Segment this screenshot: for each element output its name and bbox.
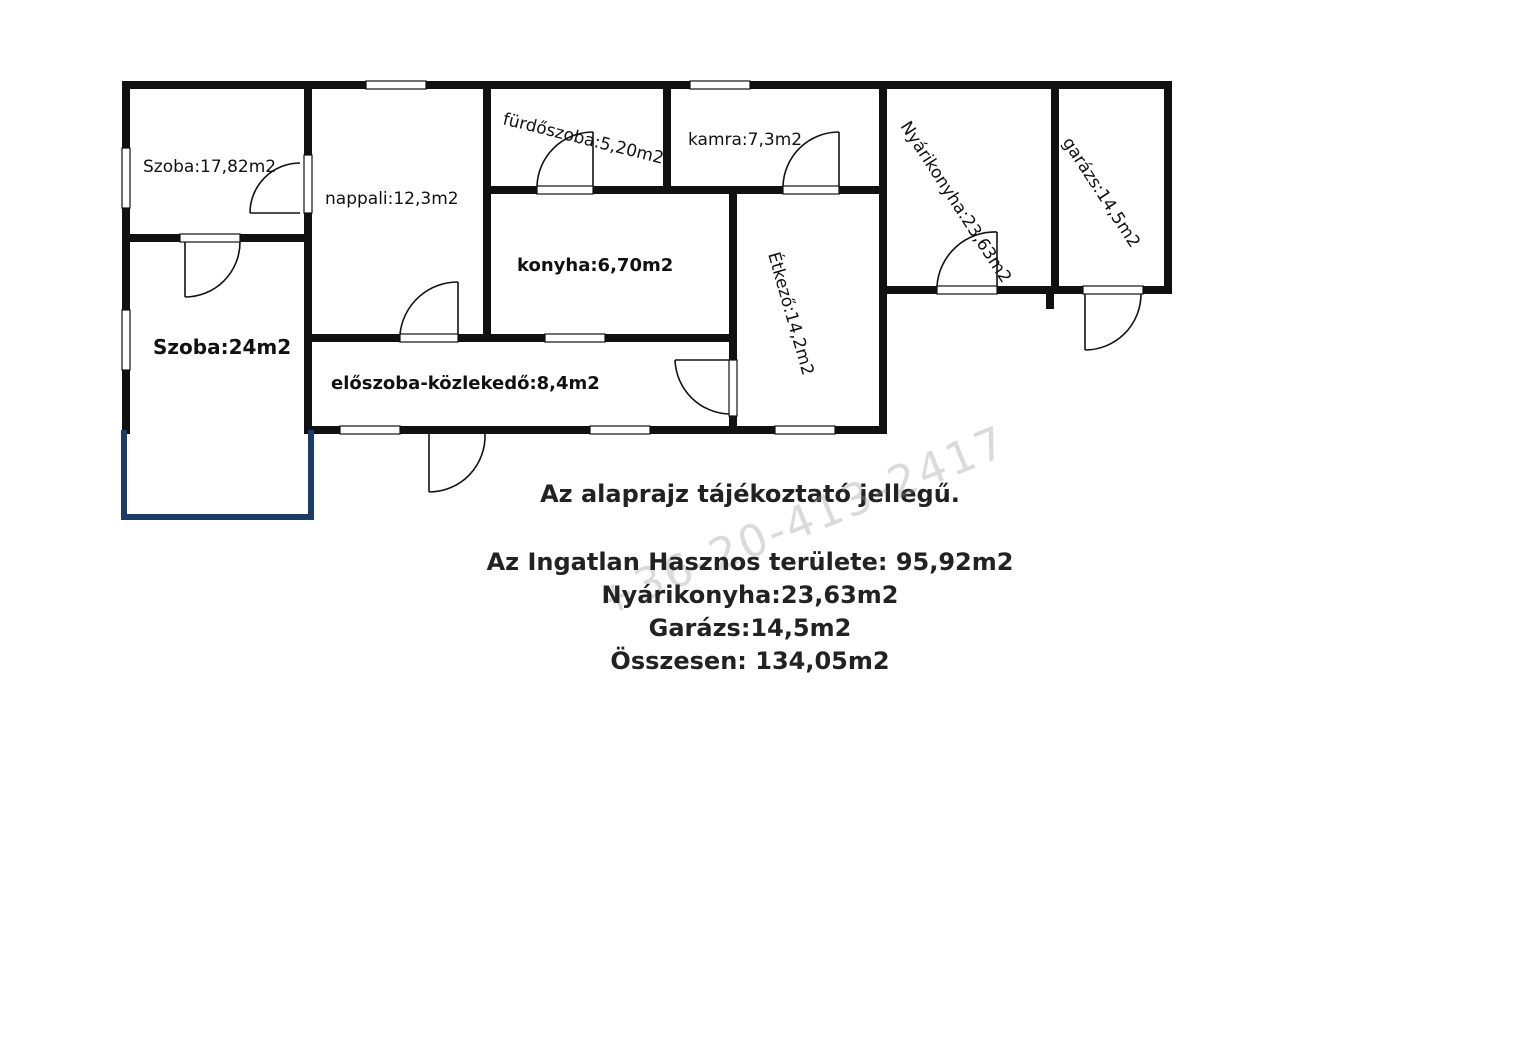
area-summary: Az Ingatlan Hasznos területe: 95,92m2 Ny…	[0, 546, 1500, 678]
window	[589, 425, 651, 435]
door	[782, 131, 840, 187]
window	[1082, 285, 1144, 295]
room-label-etkezo: Étkező:14,2m2	[763, 249, 819, 378]
door	[428, 433, 486, 493]
summary-hasznos: Az Ingatlan Hasznos területe: 95,92m2	[486, 548, 1014, 576]
summary-nyarikonyha: Nyárikonyha:23,63m2	[601, 581, 899, 609]
summary-garazs: Garázs:14,5m2	[648, 614, 852, 642]
door	[1084, 293, 1142, 351]
room-label-nyarikonyha: Nyárikonyha:23,63m2	[896, 118, 1015, 287]
window	[728, 359, 738, 417]
window	[339, 425, 401, 435]
window	[774, 425, 836, 435]
window	[365, 80, 427, 90]
room-label-garazs: garázs:14,5m2	[1058, 134, 1144, 252]
door	[249, 162, 301, 214]
door	[184, 241, 241, 298]
room-label-szoba-2: Szoba:24m2	[153, 335, 291, 359]
room-label-nappali: nappali:12,3m2	[325, 189, 459, 209]
room-label-kamra: kamra:7,3m2	[688, 130, 802, 150]
room-labels: Szoba:17,82m2 nappali:12,3m2 fürdőszoba:…	[143, 109, 1144, 394]
summary-osszesen: Összesen: 134,05m2	[610, 647, 890, 675]
door	[536, 131, 594, 187]
window	[399, 333, 459, 343]
windows	[121, 80, 1144, 435]
window	[782, 185, 840, 195]
window	[121, 147, 131, 209]
room-label-szoba-1: Szoba:17,82m2	[143, 157, 276, 177]
window	[936, 285, 998, 295]
window	[179, 233, 241, 243]
balcony-outline	[121, 430, 314, 520]
window	[536, 185, 594, 195]
window	[121, 309, 131, 371]
door	[936, 231, 998, 287]
room-label-konyha: konyha:6,70m2	[517, 255, 673, 276]
window	[303, 154, 313, 214]
disclaimer-text: Az alaprajz tájékoztató jellegű.	[540, 480, 960, 508]
door	[674, 359, 730, 415]
window	[544, 333, 606, 343]
doors	[184, 131, 1142, 493]
room-label-eloszoba: előszoba-közlekedő:8,4m2	[331, 373, 600, 394]
window	[689, 80, 751, 90]
room-label-furdoszoba: fürdőszoba:5,20m2	[501, 109, 666, 168]
door	[399, 281, 459, 335]
